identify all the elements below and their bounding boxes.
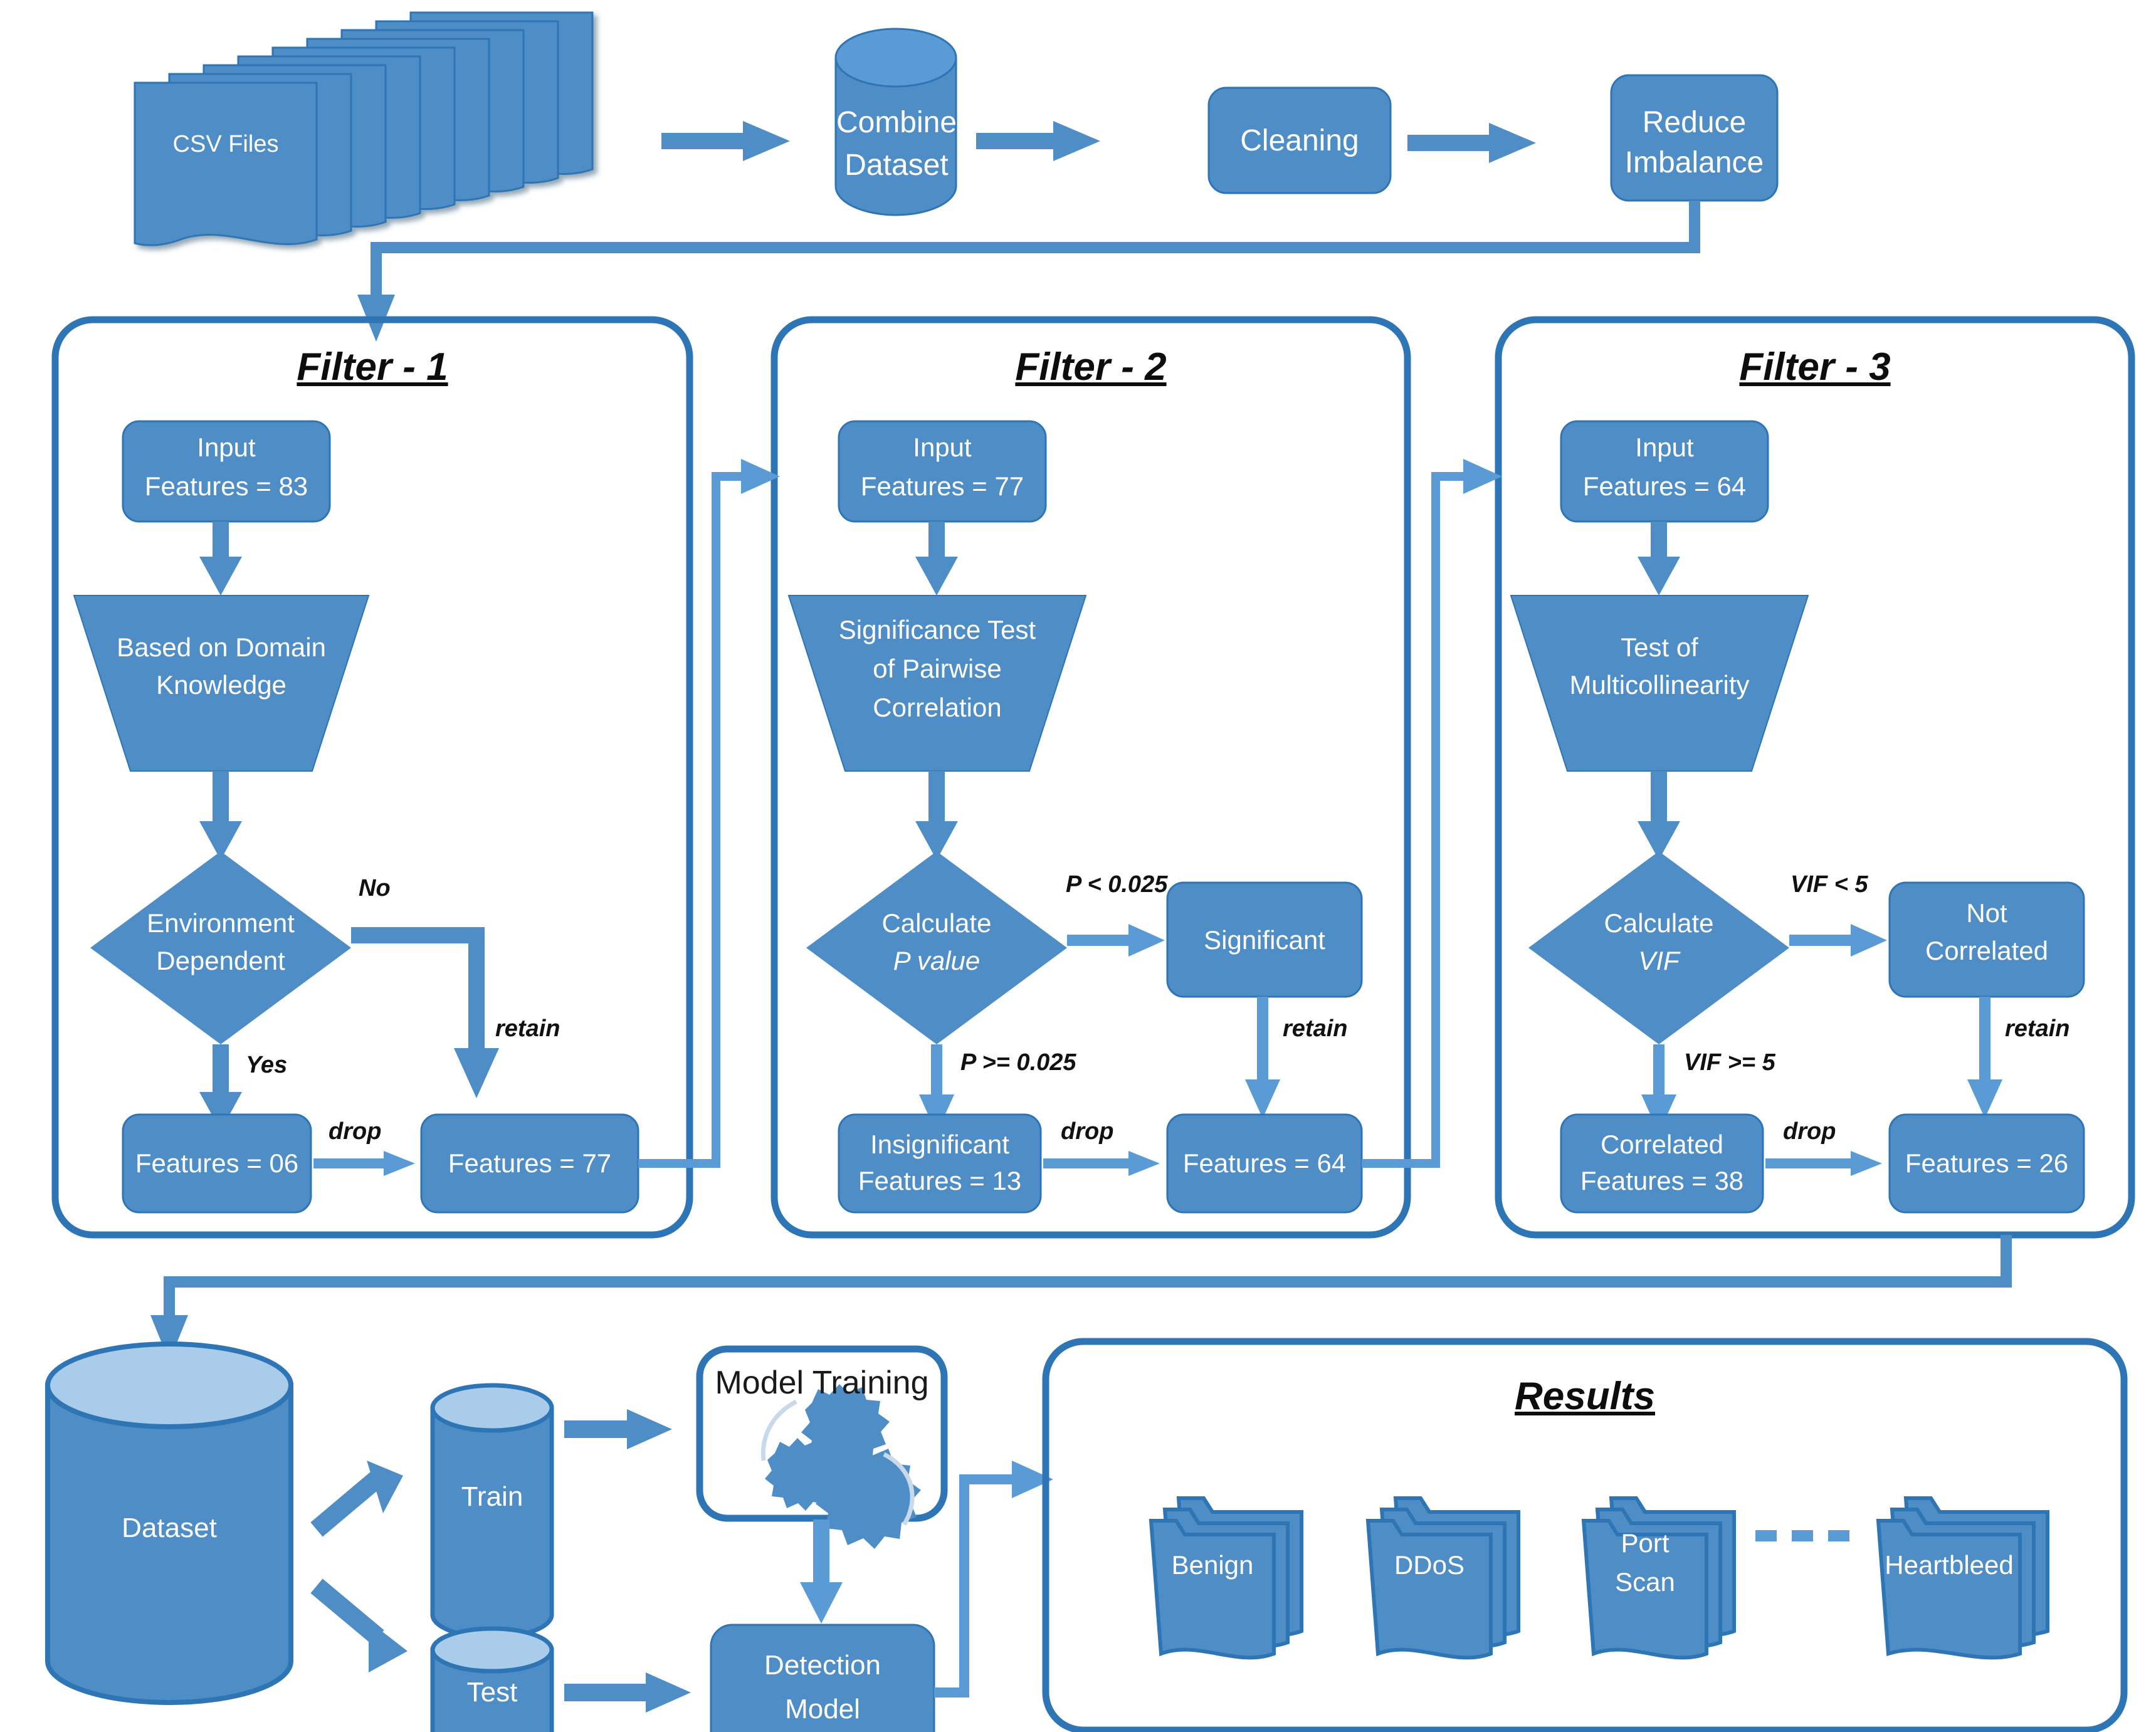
- filter-3-panel: [1495, 316, 2135, 1239]
- filter-1-drop-label: drop: [329, 1118, 382, 1145]
- filter-3-retain-label: retain: [2005, 1016, 2070, 1042]
- csv-files-stack: [134, 11, 594, 246]
- arrow-combine-to-cleaning: [976, 121, 1100, 161]
- filter-3-branch-down-label: VIF >= 5: [1684, 1049, 1775, 1076]
- filter-3-title: Filter - 3: [1739, 345, 1891, 389]
- cleaning-box: [1207, 87, 1392, 194]
- arrow-dataset-to-train: [310, 1461, 403, 1537]
- arrow-cleaning-to-reduce: [1407, 123, 1536, 163]
- filter-3-drop-label: drop: [1783, 1118, 1836, 1145]
- combine-dataset-cylinder: [834, 28, 957, 216]
- filter-1-title: Filter - 1: [297, 345, 448, 389]
- detection-model-box: [710, 1624, 935, 1732]
- result-doc-heartbleed: [1876, 1496, 2049, 1660]
- filter-1-shapes: [73, 420, 639, 1214]
- filter-1-panel: [51, 316, 693, 1239]
- filter-1-retain-label: retain: [495, 1016, 560, 1042]
- results-title: Results: [1515, 1375, 1655, 1418]
- arrow-csv-to-combine: [661, 121, 790, 161]
- filter-2-drop-label: drop: [1061, 1118, 1114, 1145]
- arrow-dataset-to-test: [310, 1578, 408, 1672]
- result-doc-benign: [1149, 1496, 1303, 1660]
- arrow-train-to-modeltraining: [564, 1409, 672, 1449]
- connector-filter3-to-dataset: [150, 1235, 2012, 1362]
- result-doc-portscan: [1581, 1496, 1736, 1660]
- gears-icon: [760, 1384, 921, 1549]
- result-doc-ddos: [1365, 1496, 1520, 1660]
- filter-1-branch-down-label: Yes: [246, 1052, 288, 1078]
- filter-3-branch-right-label: VIF < 5: [1791, 871, 1868, 898]
- arrow-test-to-detection: [564, 1672, 691, 1713]
- dataset-cylinder: [45, 1341, 293, 1705]
- connector-filter2-to-filter3: [1362, 459, 1502, 1168]
- filter-1-branch-right-label: No: [359, 875, 391, 901]
- test-cylinder: [430, 1626, 554, 1732]
- model-training-label: Model Training: [715, 1365, 929, 1401]
- filter-3-shapes: [1510, 420, 2085, 1214]
- arrow-modeltraining-to-detection: [800, 1519, 843, 1624]
- filter-2-panel: [770, 316, 1411, 1239]
- filter-2-title: Filter - 2: [1015, 345, 1167, 389]
- train-cylinder: [430, 1383, 554, 1640]
- filter-2-branch-down-label: P >= 0.025: [960, 1049, 1076, 1076]
- filter-2-retain-label: retain: [1283, 1016, 1348, 1042]
- results-panel: [1042, 1338, 2128, 1732]
- filter-2-branch-right-label: P < 0.025: [1066, 871, 1168, 898]
- filter-2-shapes: [787, 420, 1363, 1214]
- connector-detection-to-results: [934, 1461, 1053, 1698]
- connector-filter1-to-filter2: [638, 459, 780, 1168]
- reduce-imbalance-box: [1610, 74, 1779, 202]
